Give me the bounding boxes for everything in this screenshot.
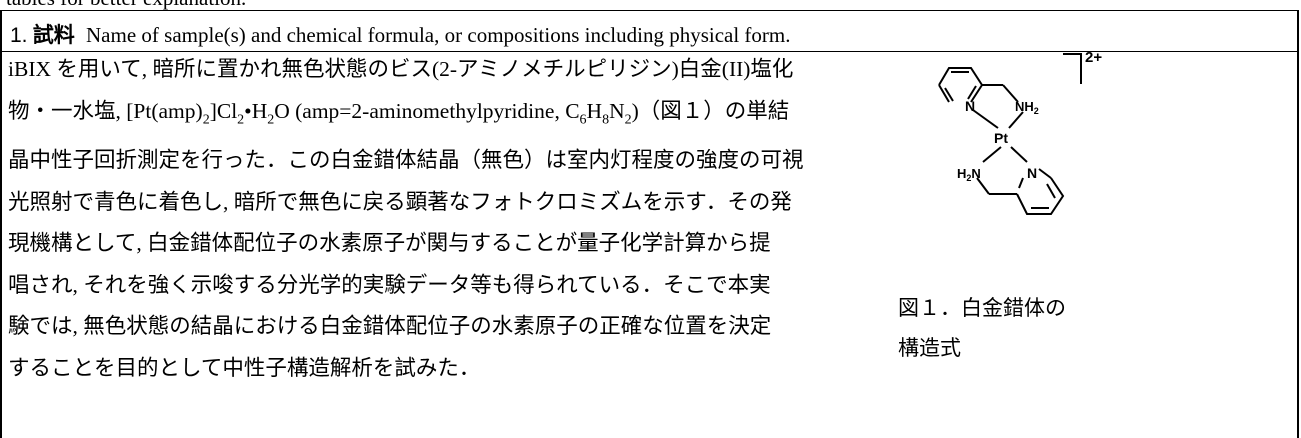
section-number: 1. bbox=[10, 24, 28, 47]
sample-description: iBIX を用いて, 暗所に置かれ無色状態のビス(2-アミノメチルピリジン)白金… bbox=[8, 49, 868, 389]
document-table: 1. 試料 Name of sample(s) and chemical for… bbox=[0, 10, 1299, 438]
figure-caption: 図１．白金錯体の 構造式 bbox=[898, 288, 1066, 368]
section-title: 1. 試料 Name of sample(s) and chemical for… bbox=[10, 19, 791, 49]
body-line-1: iBIX を用いて, 暗所に置かれ無色状態のビス(2-アミノメチルピリジン)白金… bbox=[8, 57, 794, 81]
body-line-8: することを目的として中性子構造解析を試みた． bbox=[8, 355, 481, 380]
caption-line-1: 図１．白金錯体の bbox=[898, 296, 1066, 320]
cut-off-heading-text: tables for better explanation. bbox=[6, 0, 246, 11]
caption-line-2: 構造式 bbox=[898, 336, 961, 360]
body-line-2: 物・一水塩, [Pt(amp)2]Cl2•H2O (amp=2-aminomet… bbox=[8, 98, 790, 127]
body-line-7: 験では, 無色状態の結晶における白金錯体配位子の水素原子の正確な位置を決定 bbox=[8, 314, 772, 339]
section-header-row: 1. 試料 Name of sample(s) and chemical for… bbox=[2, 11, 1297, 52]
atom-label-n-lower: N bbox=[1027, 165, 1037, 181]
body-line-5: 現機構として, 白金錯体配位子の水素原子が関与することが量子化学計算から提 bbox=[8, 231, 771, 256]
atom-label-pt: Pt bbox=[994, 130, 1008, 146]
atom-label-n-upper: N bbox=[965, 98, 975, 114]
body-line-4: 光照射で青色に着色し, 暗所で無色に戻る顕著なフォトクロミズムを示す．その発 bbox=[8, 189, 792, 214]
platinum-complex-structure: N NH2 Pt H2N N 2+ bbox=[938, 49, 1102, 215]
atom-label-nh2: NH2 bbox=[1015, 99, 1039, 116]
section-title-jp: 試料 bbox=[32, 23, 75, 47]
atom-label-h2n: H2N bbox=[957, 166, 981, 183]
section-title-en: Name of sample(s) and chemical formula, … bbox=[86, 23, 791, 47]
charge-label: 2+ bbox=[1085, 49, 1102, 66]
body-line-3: 晶中性子回折測定を行った．この白金錯体結晶（無色）は室内灯程度の強度の可視 bbox=[8, 148, 804, 173]
body-line-6: 唱され, それを強く示唆する分光学的実験データ等も得られている．そこで本実 bbox=[8, 272, 771, 297]
